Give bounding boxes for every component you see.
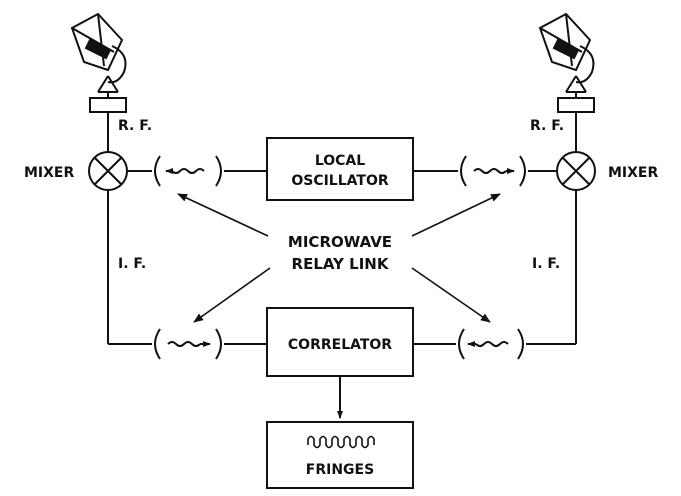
rf-right-label: R. F. bbox=[530, 118, 564, 134]
mixer-right-label: MIXER bbox=[608, 165, 658, 181]
microwave-relay-label-2: RELAY LINK bbox=[292, 255, 390, 273]
antenna-left bbox=[70, 12, 127, 152]
fringes-box bbox=[266, 421, 414, 489]
mixer-left-symbol bbox=[88, 151, 128, 191]
mixer-left-label: MIXER bbox=[24, 165, 74, 181]
microwave-relay-label-1: MICROWAVE bbox=[288, 233, 392, 251]
antenna-right bbox=[538, 12, 595, 152]
feed-box-right bbox=[557, 97, 595, 113]
mixer-right-symbol bbox=[556, 151, 596, 191]
local-oscillator-box bbox=[266, 137, 414, 201]
pointer-arrows bbox=[177, 193, 501, 323]
rf-left-label: R. F. bbox=[118, 118, 152, 134]
relay-link-lo-right bbox=[460, 155, 526, 187]
feed-box-left bbox=[89, 97, 127, 113]
correlator-label: CORRELATOR bbox=[288, 337, 392, 353]
relay-link-corr-left bbox=[154, 328, 222, 360]
fringes-label: FRINGES bbox=[306, 462, 374, 478]
relay-link-lo-left bbox=[154, 155, 222, 187]
fringes-waveform-icon bbox=[307, 435, 375, 449]
relay-link-corr-right bbox=[458, 328, 524, 360]
if-left-label: I. F. bbox=[118, 256, 146, 272]
local-oscillator-label-2: OSCILLATOR bbox=[291, 173, 389, 189]
local-oscillator-label-1: LOCAL bbox=[315, 153, 365, 169]
if-right-label: I. F. bbox=[532, 256, 560, 272]
